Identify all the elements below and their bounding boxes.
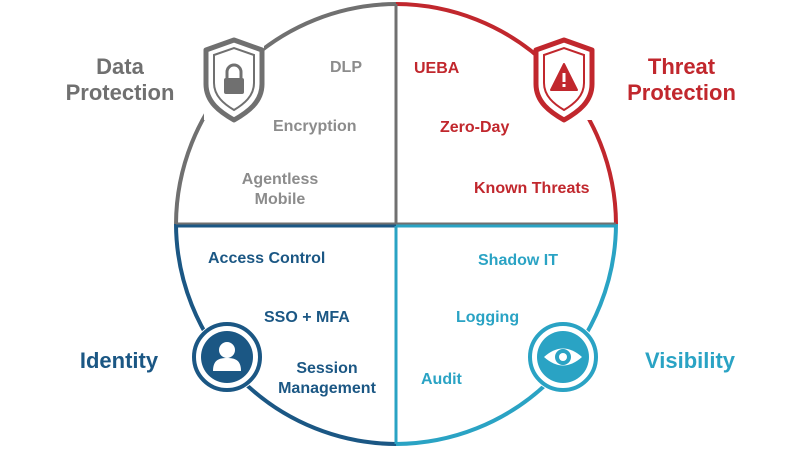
threat-protection-item-zero-day: Zero-Day [440, 119, 510, 136]
visibility-item-logging: Logging [456, 309, 520, 326]
threat-protection-item-known-threats: Known Threats [474, 180, 590, 197]
threat-protection-title: Threat Protection [627, 54, 736, 105]
user-icon [191, 321, 263, 393]
data-protection-item-dlp: DLP [330, 59, 362, 76]
data-protection-title: Data Protection [65, 54, 175, 105]
visibility-title: Visibility [644, 348, 736, 373]
identity-item-session-management: Session Management [278, 360, 376, 397]
threat-protection-item-ueba: UEBA [414, 60, 460, 77]
eye-icon [527, 321, 599, 393]
data-protection-item-encryption: Encryption [273, 118, 357, 135]
visibility-item-audit: Audit [421, 371, 462, 388]
visibility-item-shadow-it: Shadow IT [478, 252, 558, 269]
lock-shield-icon [203, 37, 265, 123]
identity-item-sso-mfa: SSO + MFA [264, 309, 350, 326]
identity-title: Identity [79, 348, 159, 373]
data-protection-item-agentless-mobile: Agentless Mobile [241, 171, 319, 208]
identity-item-access-control: Access Control [208, 250, 326, 267]
warning-shield-icon [533, 37, 595, 123]
